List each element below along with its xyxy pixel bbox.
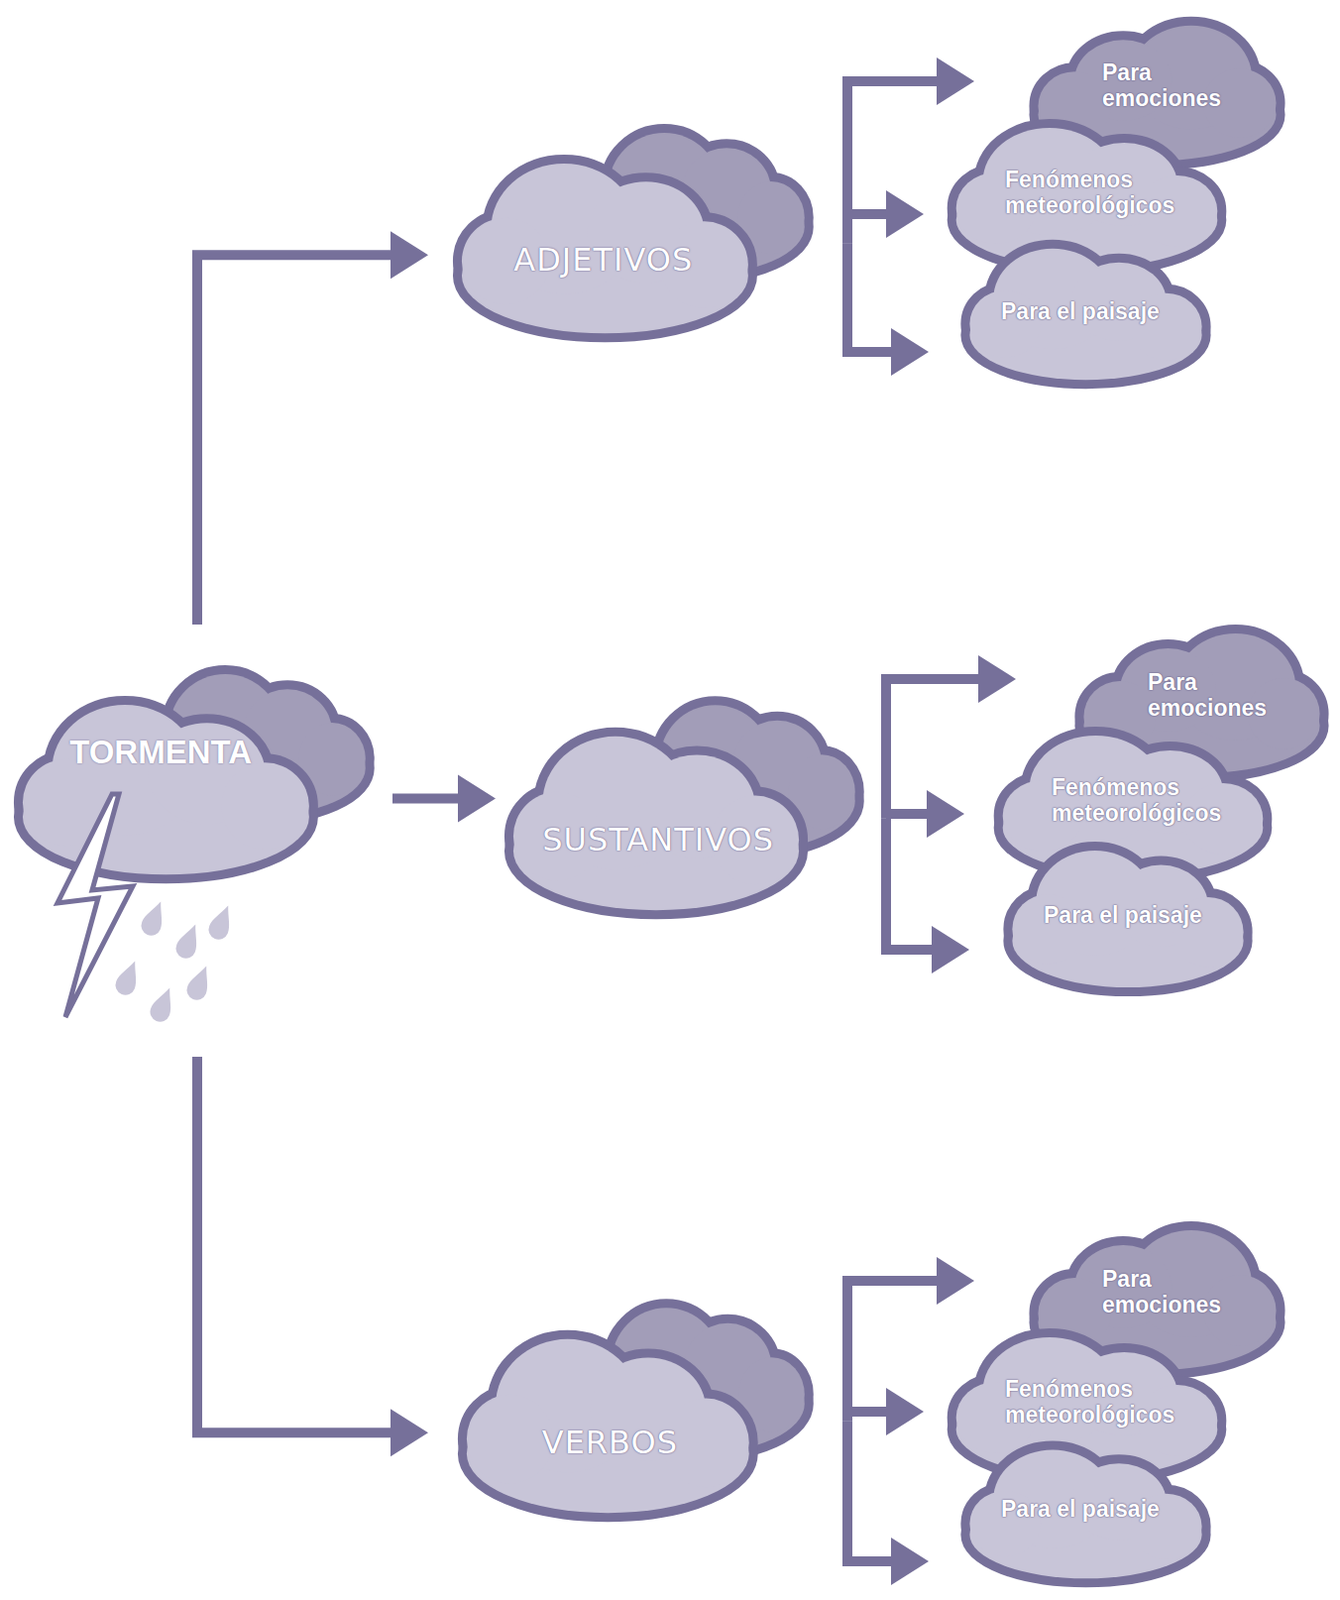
cloud-label: Para el paisaje — [1043, 901, 1203, 928]
cloud-shape — [956, 127, 1219, 268]
connector-group — [197, 230, 429, 625]
cloud-label: Para el paisaje — [1001, 298, 1160, 325]
raindrop — [137, 897, 170, 939]
arrowhead — [926, 789, 965, 838]
cloud-label: Fenómenos meteorológicos — [1005, 166, 1204, 220]
connector-group — [847, 190, 924, 244]
cloud-label: Para emociones — [1102, 59, 1241, 112]
raindrop — [205, 901, 237, 943]
cloud-fill — [22, 759, 111, 847]
cloud-label: TORMENTA — [69, 733, 252, 772]
connector-line — [847, 214, 889, 244]
arrowhead — [390, 1408, 429, 1456]
cloud-label: ADJETIVOS — [513, 240, 693, 279]
root-cloud: TORMENTA — [9, 658, 378, 889]
category-cloud: SUSTANTIVOS — [500, 688, 868, 924]
connector-group — [886, 789, 965, 838]
cloud-label: Para el paisaje — [1001, 1495, 1160, 1522]
connector-group — [392, 775, 496, 823]
connector-line — [197, 254, 393, 625]
cloud-label: VERBOS — [542, 1423, 678, 1461]
cloud-graphic — [500, 688, 868, 924]
cloud-shape — [466, 1339, 750, 1513]
subcategory-cloud: Para el paisaje — [957, 232, 1215, 393]
connector-group — [886, 817, 970, 974]
arrowhead — [886, 190, 924, 238]
subcategory-cloud: Para el paisaje — [957, 1434, 1215, 1591]
connector-group — [847, 1387, 924, 1436]
connector-line — [847, 1420, 894, 1562]
cloud-label: Fenómenos meteorológicos — [1005, 1375, 1204, 1429]
cloud-graphic — [9, 658, 378, 889]
arrowhead — [891, 1537, 929, 1585]
cloud-graphic — [448, 116, 817, 347]
raindrop — [146, 984, 179, 1025]
connector-group — [197, 1056, 429, 1456]
category-cloud: VERBOS — [453, 1291, 817, 1527]
connector-line — [197, 1056, 393, 1433]
cloud-label: Para emociones — [1147, 669, 1287, 722]
connector-group — [847, 243, 929, 376]
connector-line — [847, 243, 894, 352]
connector-line — [886, 813, 929, 818]
connector-group — [847, 1420, 929, 1585]
raindrop — [172, 920, 205, 962]
cloud-shape — [461, 163, 749, 334]
connector-line — [847, 1411, 889, 1421]
connector-line — [392, 793, 460, 804]
connector-group — [886, 655, 1016, 818]
arrowhead — [978, 655, 1016, 703]
cloud-shape — [969, 248, 1202, 381]
cloud-label: Fenómenos meteorológicos — [1051, 774, 1250, 827]
cloud-shape — [969, 1450, 1202, 1579]
cloud-fill — [221, 762, 309, 850]
cloud-fill — [466, 1394, 554, 1484]
cloud-outline — [466, 1394, 554, 1484]
raindrop — [111, 957, 144, 999]
arrowhead — [457, 775, 496, 823]
subcategory-cloud: Para el paisaje — [1000, 834, 1256, 1001]
cloud-shape — [1011, 850, 1243, 988]
raindrops — [111, 897, 237, 1025]
cloud-shape — [22, 704, 310, 875]
arrowhead — [936, 1256, 975, 1305]
cloud-label: Para emociones — [1102, 1265, 1241, 1319]
arrowhead — [886, 1387, 924, 1436]
cloud-outline — [221, 762, 309, 850]
arrowhead — [390, 230, 429, 279]
arrowhead — [936, 57, 975, 106]
cloud-shape — [513, 736, 799, 910]
connector-line — [847, 81, 939, 244]
cloud-label: SUSTANTIVOS — [542, 820, 775, 859]
category-cloud: ADJETIVOS — [448, 116, 817, 347]
cloud-outline — [22, 759, 111, 847]
connector-line — [886, 817, 934, 950]
arrowhead — [891, 328, 929, 376]
cloud-graphic — [453, 1291, 817, 1527]
arrowhead — [931, 925, 970, 974]
raindrop — [183, 962, 216, 1004]
